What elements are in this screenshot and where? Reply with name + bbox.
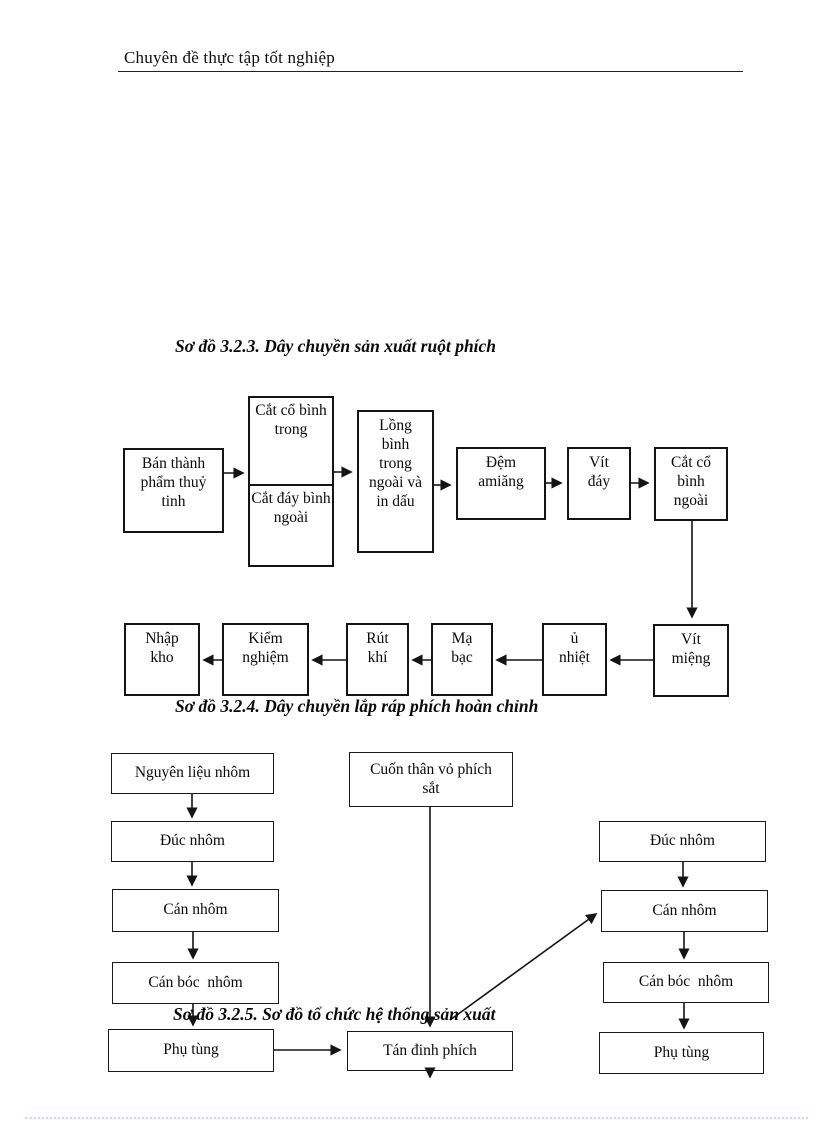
box-cat-co-binh-ngoai: Cắt cổ bình ngoài bbox=[654, 447, 728, 521]
caption-3-2-5: Sơ đồ 3.2.5. Sơ đồ tổ chức hệ thống sản … bbox=[173, 1004, 496, 1024]
footer-dotted-line bbox=[25, 1117, 808, 1119]
box-phu-tung-right: Phụ tùng bbox=[599, 1032, 764, 1074]
box-dem-amiang: Đệm amiăng bbox=[456, 447, 546, 520]
box-ma-bac: Mạ bạc bbox=[431, 623, 493, 696]
box-long-binh-trong-ngoai: Lồng bình trong ngoài và in dấu bbox=[357, 410, 434, 553]
box-cat-day-binh-ngoai: Cắt đáy bình ngoài bbox=[251, 490, 331, 526]
box-duc-nhom-left: Đúc nhôm bbox=[111, 821, 274, 862]
box-rut-khi: Rút khí bbox=[346, 623, 409, 696]
header-rule bbox=[118, 71, 743, 72]
box-can-nhom-left: Cán nhôm bbox=[112, 889, 279, 932]
box-cat-co-binh-trong: Cắt cổ bình trong bbox=[250, 398, 332, 486]
box-ban-thanh-pham-thuy-tinh: Bán thành phẩm thuỷ tinh bbox=[123, 448, 224, 533]
box-vit-day: Vít đáy bbox=[567, 447, 631, 520]
page-header-title: Chuyên đề thực tập tốt nghiệp bbox=[124, 48, 335, 67]
box-cuon-than-vo-phich-sat: Cuốn thân vỏ phích sắt bbox=[349, 752, 513, 807]
box-cat-co-cat-day: Cắt cổ bình trong Cắt đáy bình ngoài bbox=[248, 396, 334, 567]
box-u-nhiet: ủ nhiệt bbox=[542, 623, 607, 696]
box-nguyen-lieu-nhom: Nguyên liệu nhôm bbox=[111, 753, 274, 794]
box-can-nhom-right: Cán nhôm bbox=[601, 890, 768, 932]
box-phu-tung-left: Phụ tùng bbox=[108, 1029, 274, 1072]
box-can-boc-nhom-left: Cán bóc nhôm bbox=[112, 962, 279, 1004]
caption-3-2-4: Sơ đồ 3.2.4. Dây chuyền lắp ráp phích ho… bbox=[175, 696, 539, 716]
caption-3-2-3: Sơ đồ 3.2.3. Dây chuyền sản xuất ruột ph… bbox=[175, 336, 497, 356]
box-can-boc-nhom-right: Cán bóc nhôm bbox=[603, 962, 769, 1003]
box-duc-nhom-right: Đúc nhôm bbox=[599, 821, 766, 862]
box-nhap-kho: Nhập kho bbox=[124, 623, 200, 696]
box-vit-mieng: Vít miệng bbox=[653, 624, 729, 697]
box-kiem-nghiem: Kiểm nghiệm bbox=[222, 623, 309, 696]
